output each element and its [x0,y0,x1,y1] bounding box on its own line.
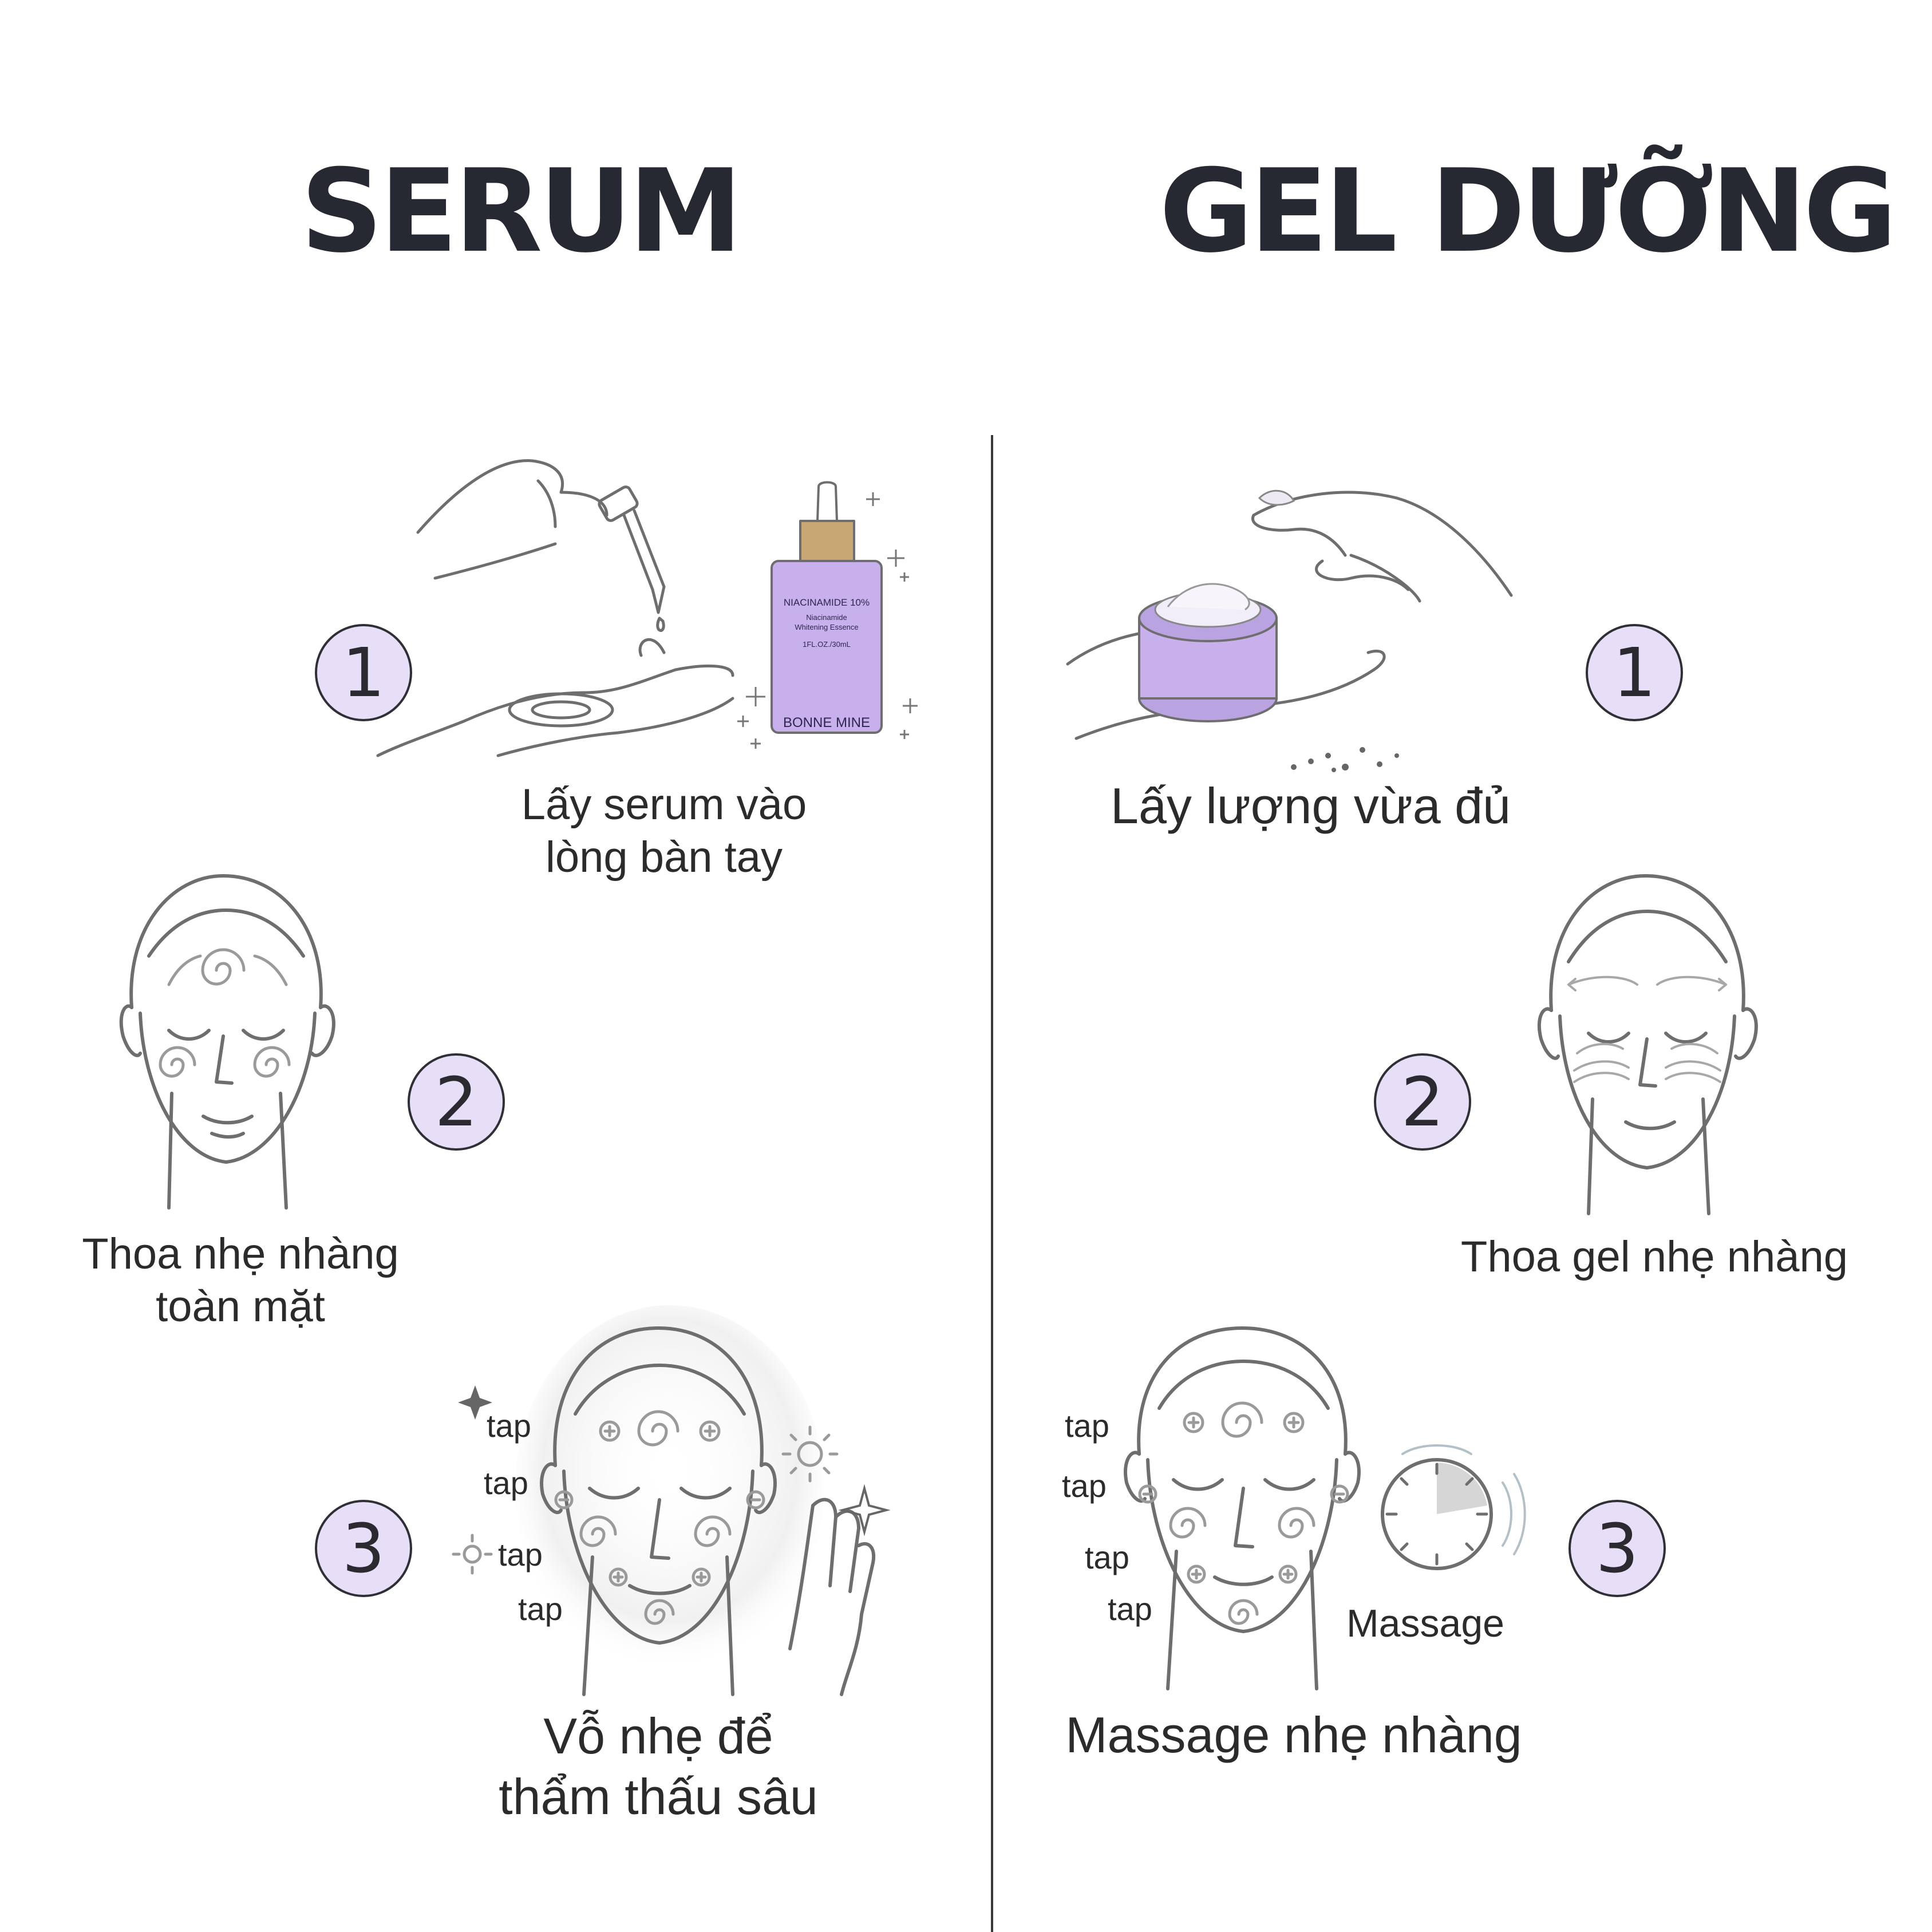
sparkle-icon [458,1385,492,1420]
serum-step2-number: 2 [408,1053,505,1151]
bottle-brand: BONNE MINE [783,715,870,730]
gel-step1-number: 1 [1586,624,1683,721]
serum-step2-caption-line2: toàn mặt [156,1282,325,1331]
gel-title: GEL DƯỠNG [1159,145,1897,278]
serum-step2-caption: Thoa nhẹ nhàng toàn mặt [52,1228,429,1333]
serum-step3-number: 3 [315,1500,412,1597]
face-stroke-icon [1537,874,1758,1215]
serum-step1-caption-line2: lòng bàn tay [545,833,783,882]
face-tap-icon: tap tap tap tap [452,1305,891,1696]
gel-step3-number: 3 [1568,1500,1666,1597]
serum-tap-label-4: tap [518,1591,563,1627]
serum-step1-caption: Lấy serum vào lòng bàn tay [504,779,824,884]
bottle-label-main: NIACINAMIDE 10% [784,597,870,608]
gel-tap-label-3: tap [1085,1539,1129,1575]
serum-tap-label-2: tap [484,1465,528,1501]
timer-icon [1381,1444,1526,1570]
gel-step1-caption: Lấy lượng vừa đủ [1111,777,1511,834]
serum-title: SERUM [301,145,742,278]
gel-step2-number: 2 [1374,1053,1471,1151]
serum-step3-caption: Vỗ nhẹ để thẩm thấu sâu [458,1706,859,1827]
serum-bottle-icon: NIACINAMIDE 10% Niacinamide Whitening Es… [737,481,918,749]
bottle-label-size: 1FL.OZ./30mL [803,640,851,649]
serum-step1-caption-line1: Lấy serum vào [521,780,807,829]
gel-timer-label: Massage [1346,1602,1504,1645]
serum-step3-caption-line1: Vỗ nhẹ để [543,1708,773,1764]
dropper-hand-icon [376,459,734,757]
gel-tap-label-4: tap [1108,1591,1152,1627]
gel-tap-label-1: tap [1065,1408,1109,1444]
bottle-label-sub2: Whitening Essence [795,623,858,631]
serum-tap-label-3: tap [498,1536,543,1573]
face-massage-icon: tap tap tap tap [1062,1326,1361,1690]
cream-jar-hand-icon [1066,489,1513,772]
face-swirl-icon [119,874,335,1210]
serum-step1-number: 1 [315,624,412,721]
serum-step2-caption-line1: Thoa nhẹ nhàng [82,1230,399,1278]
serum-tap-label-1: tap [487,1408,531,1444]
gel-tap-label-2: tap [1062,1468,1107,1504]
column-divider [991,435,993,1932]
gel-step3-caption: Massage nhẹ nhàng [1065,1706,1522,1763]
serum-step3-caption-line2: thẩm thấu sâu [499,1768,818,1825]
bottle-label-sub1: Niacinamide [806,613,847,622]
gel-step2-caption: Thoa gel nhẹ nhàng [1460,1232,1848,1281]
